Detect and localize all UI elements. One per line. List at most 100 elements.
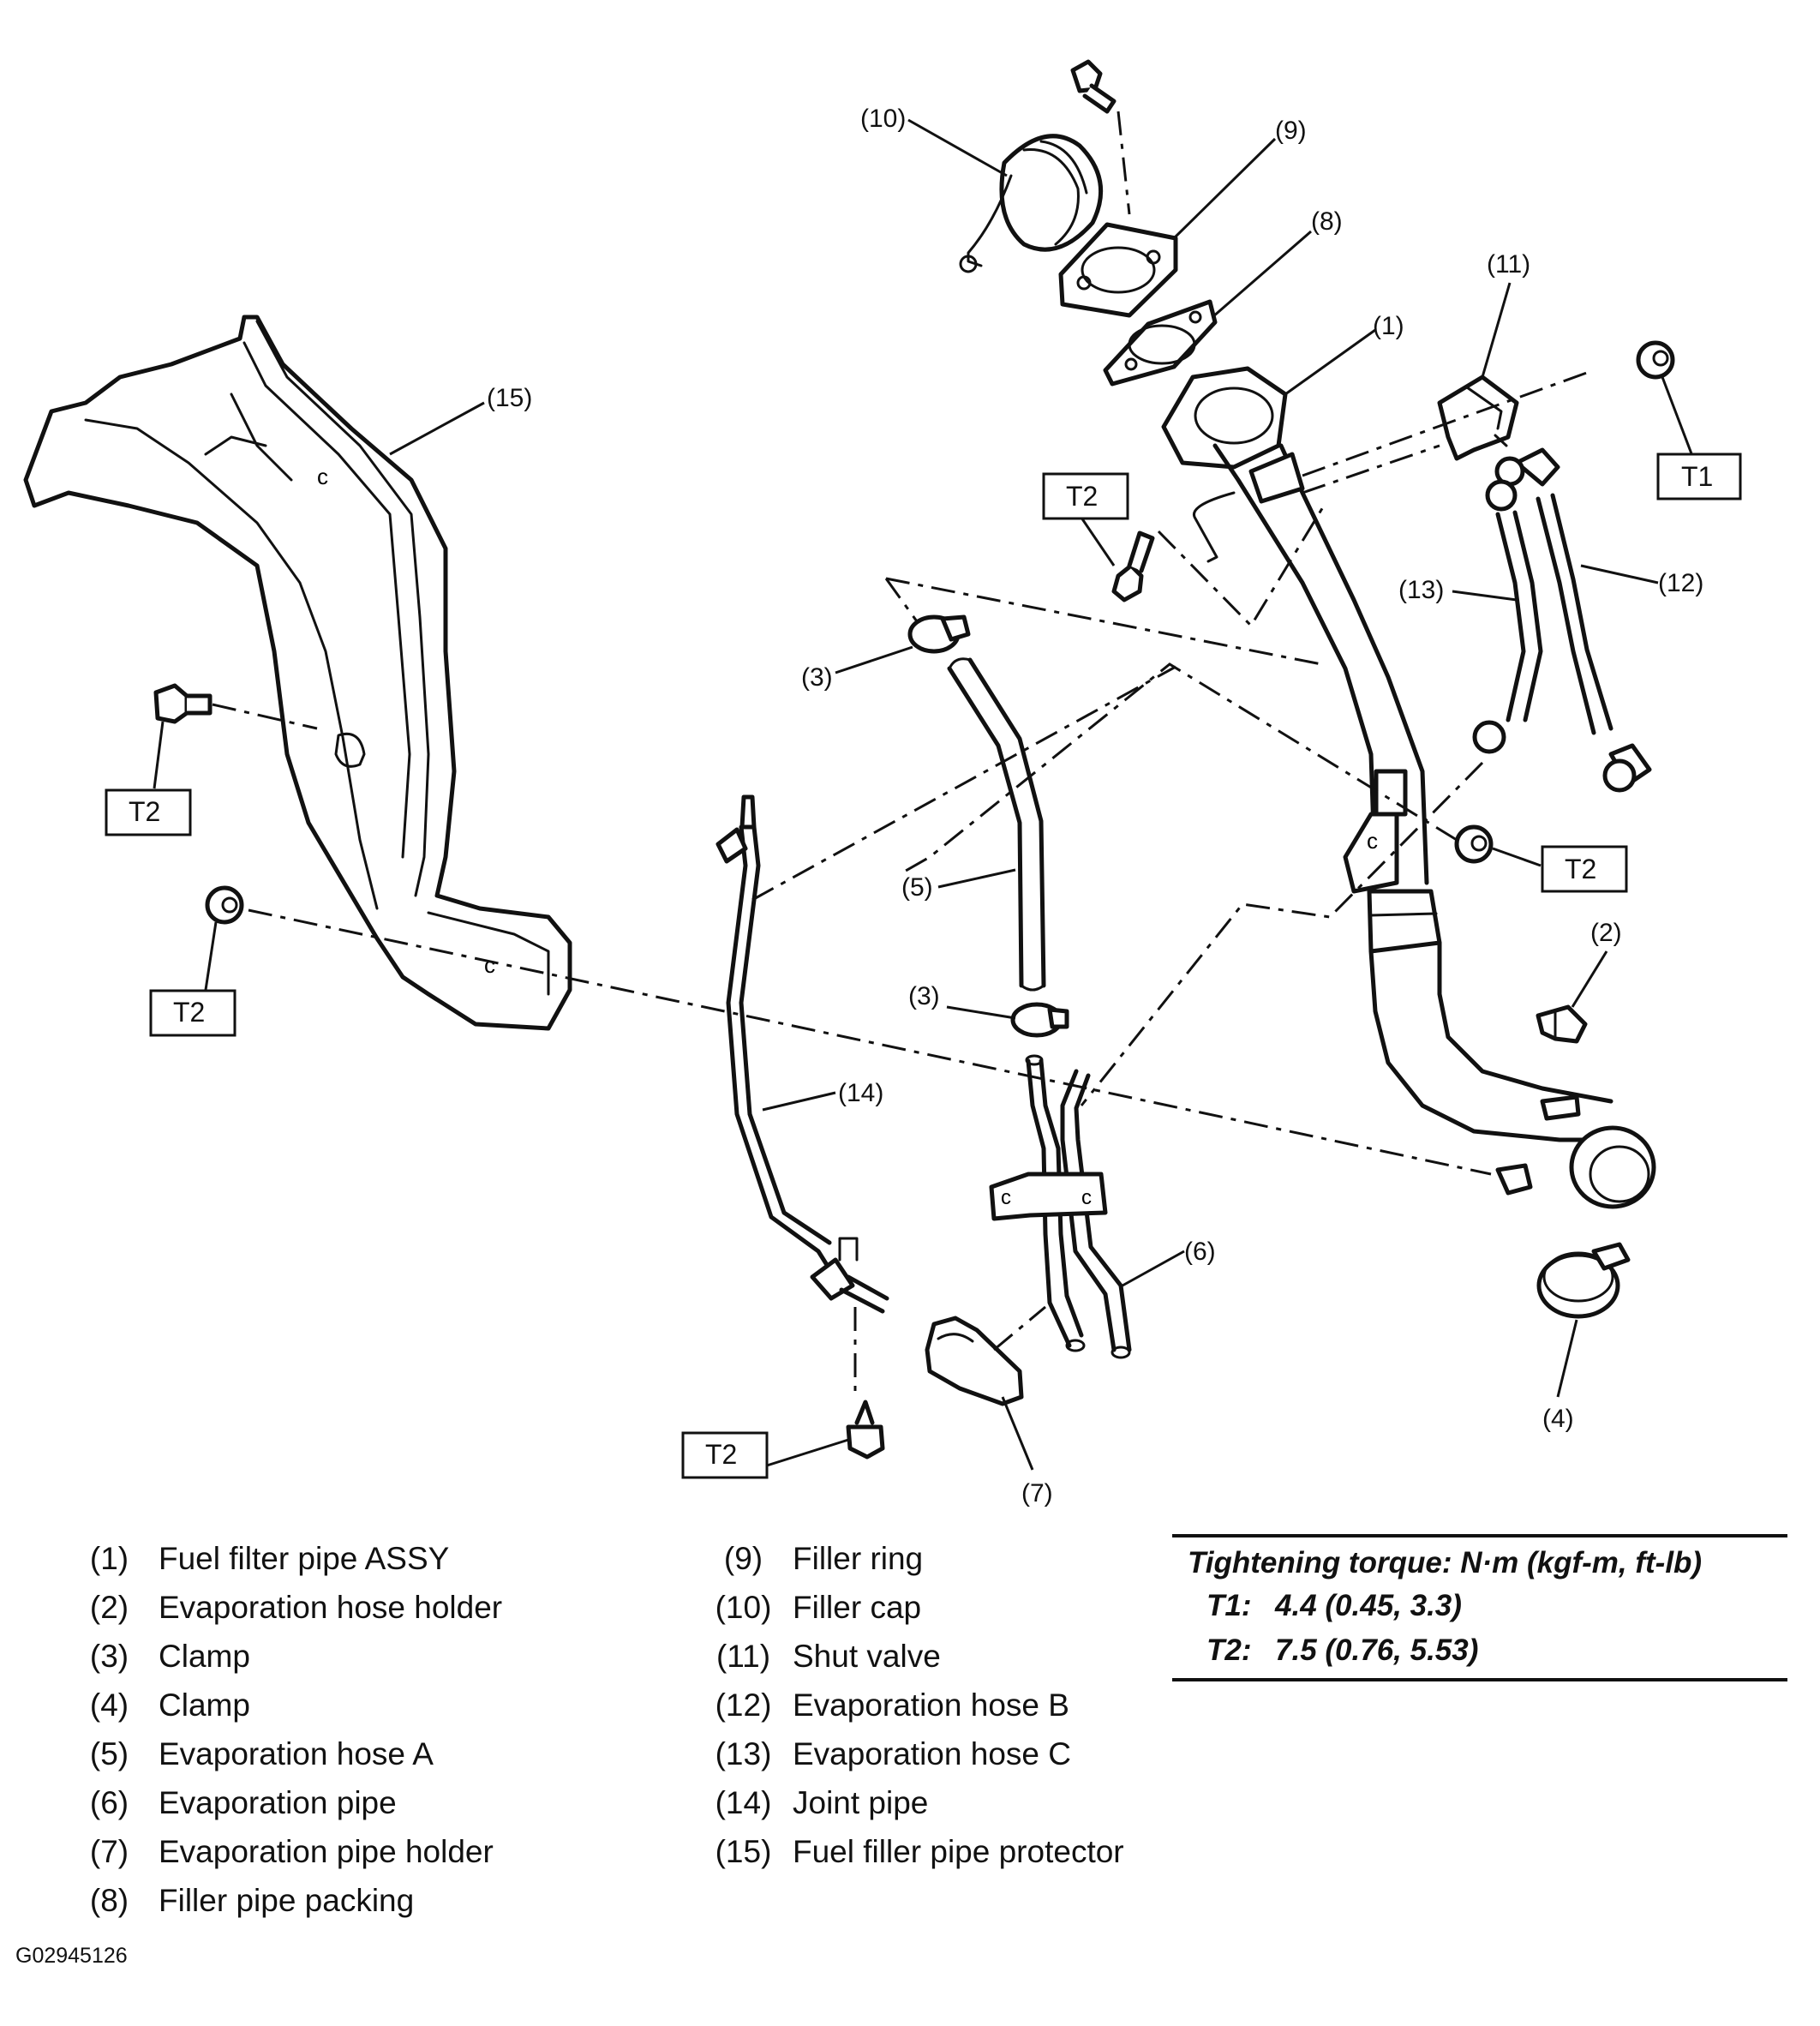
torque-tag-t2-left-upper: T2 bbox=[105, 788, 192, 836]
t2-right-leader bbox=[1492, 847, 1542, 867]
legend-column-b: (9)Filler ring (10)Filler cap (11)Shut v… bbox=[694, 1534, 1124, 1876]
tightening-torque-table: Tightening torque: N·m (kgf-m, ft-lb) T1… bbox=[1172, 1534, 1787, 1681]
callout-9: (9) bbox=[1275, 117, 1307, 145]
callout-13-leader bbox=[1452, 590, 1518, 602]
bolt-top bbox=[1070, 59, 1117, 114]
legend-item: (5)Evaporation hose A bbox=[89, 1735, 434, 1771]
t2-left-upper-leader bbox=[153, 721, 165, 789]
callout-5: (5) bbox=[901, 873, 933, 902]
callout-6-leader bbox=[1122, 1250, 1185, 1287]
legend-item: (11)Shut valve bbox=[715, 1638, 941, 1674]
bolt-bottom bbox=[846, 1400, 885, 1460]
svg-text:T2: T2 bbox=[1565, 854, 1596, 884]
svg-text:c: c bbox=[1001, 1186, 1011, 1209]
bolt-mid bbox=[1111, 530, 1155, 602]
legend-column-a: (1)Fuel filter pipe ASSY (2)Evaporation … bbox=[60, 1534, 502, 1925]
joint-pipe bbox=[715, 794, 889, 1314]
legend-item: (4)Clamp bbox=[89, 1687, 250, 1723]
callout-7-leader bbox=[1001, 1396, 1034, 1471]
torque-tag-t2-top: T2 bbox=[1042, 472, 1129, 520]
legend-item: (14)Joint pipe bbox=[715, 1784, 929, 1820]
bolt-left-upper bbox=[153, 683, 213, 724]
legend-item: (2)Evaporation hose holder bbox=[89, 1589, 503, 1625]
clamp-upper-alignment bbox=[884, 577, 1322, 666]
callout-9-leader bbox=[1172, 137, 1277, 240]
svg-text:c: c bbox=[1081, 1186, 1092, 1209]
hose-c-alignment bbox=[1080, 761, 1484, 1106]
callout-14-leader bbox=[762, 1091, 836, 1112]
parts-legend: (1)Fuel filter pipe ASSY (2)Evaporation … bbox=[60, 1534, 1174, 1945]
callout-1: (1) bbox=[1373, 312, 1404, 340]
t2-bottom-leader bbox=[766, 1438, 849, 1467]
callout-10: (10) bbox=[860, 105, 906, 133]
svg-text:T1: T1 bbox=[1681, 461, 1713, 492]
evaporation-hose-holder bbox=[1536, 1004, 1588, 1044]
t1-leader bbox=[1661, 376, 1694, 457]
torque-row-t2: T2:7.5 (0.76, 5.53) bbox=[1206, 1633, 1479, 1667]
svg-text:T2: T2 bbox=[173, 997, 205, 1028]
callout-2: (2) bbox=[1590, 919, 1622, 947]
filler-cap bbox=[959, 134, 1104, 273]
legend-item: (13)Evaporation hose C bbox=[715, 1735, 1071, 1771]
torque-row-t1: T1:4.4 (0.45, 3.3) bbox=[1206, 1589, 1462, 1622]
callout-10-leader bbox=[907, 118, 1008, 177]
callout-3a-leader bbox=[835, 645, 913, 674]
legend-item: (9)Filler ring bbox=[723, 1540, 924, 1576]
exploded-parts-diagram: c c (15) T2 T2 (10) bbox=[23, 59, 1742, 1508]
legend-item: (8)Filler pipe packing bbox=[89, 1882, 415, 1918]
legend-item: (15)Fuel filler pipe protector bbox=[715, 1833, 1124, 1869]
filler-ring bbox=[1058, 222, 1178, 318]
callout-3b: (3) bbox=[908, 982, 940, 1010]
torque-title: Tightening torque: N·m (kgf-m, ft-lb) bbox=[1188, 1546, 1703, 1579]
torque-tag-t2-left-lower: T2 bbox=[149, 989, 236, 1037]
nut-right-alignment bbox=[899, 662, 1458, 876]
nut-t1 bbox=[1636, 340, 1675, 380]
evaporation-pipe: c c bbox=[989, 1054, 1132, 1359]
torque-tag-t2-right: T2 bbox=[1541, 845, 1628, 893]
torque-bottom-rule bbox=[1172, 1678, 1787, 1681]
svg-text:T2: T2 bbox=[1066, 481, 1098, 512]
callout-15-leader bbox=[389, 401, 485, 456]
joint-pipe-alignment bbox=[751, 665, 1176, 902]
legend-item: (3)Clamp bbox=[89, 1638, 250, 1674]
callout-6: (6) bbox=[1184, 1238, 1216, 1266]
callout-8-leader bbox=[1212, 230, 1312, 319]
fuel-filler-pipe-assy: c bbox=[1161, 366, 1656, 1209]
torque-tag-t1: T1 bbox=[1656, 453, 1742, 501]
callout-1-leader bbox=[1284, 328, 1376, 396]
shut-valve-alignment bbox=[1302, 369, 1595, 477]
svg-text:c: c bbox=[484, 952, 495, 978]
legend-item: (10)Filler cap bbox=[715, 1589, 922, 1625]
legend-item: (1)Fuel filter pipe ASSY bbox=[89, 1540, 450, 1576]
nut-left-lower bbox=[205, 885, 244, 925]
callout-2-leader bbox=[1571, 950, 1608, 1008]
torque-tag-t2-bottom: T2 bbox=[681, 1431, 769, 1479]
callout-8: (8) bbox=[1311, 207, 1343, 236]
evaporation-hose-c bbox=[1472, 479, 1543, 754]
nut-left-lower-alignment bbox=[248, 908, 1492, 1176]
evaporation-hose-b bbox=[1494, 447, 1652, 793]
callout-12-leader bbox=[1580, 564, 1659, 584]
torque-top-rule bbox=[1172, 1534, 1787, 1537]
svg-text:c: c bbox=[1367, 828, 1378, 854]
filler-pipe-packing bbox=[1103, 299, 1218, 387]
callout-13: (13) bbox=[1398, 576, 1444, 604]
clamp-3-upper bbox=[907, 614, 971, 654]
callout-4: (4) bbox=[1542, 1405, 1574, 1433]
legend-item: (7)Evaporation pipe holder bbox=[89, 1833, 494, 1869]
bolt-top-alignment bbox=[1117, 111, 1131, 215]
callout-15: (15) bbox=[487, 384, 532, 412]
holder-alignment bbox=[993, 1305, 1046, 1352]
callout-11-leader bbox=[1481, 282, 1512, 378]
callout-3b-leader bbox=[946, 1005, 1016, 1020]
callout-4-leader bbox=[1556, 1319, 1578, 1398]
callout-12: (12) bbox=[1658, 569, 1703, 597]
callout-3a: (3) bbox=[801, 663, 833, 692]
callout-7: (7) bbox=[1021, 1479, 1053, 1508]
evaporation-hose-a bbox=[947, 657, 1046, 992]
figure-id: G02945126 bbox=[15, 1944, 128, 1968]
callout-14: (14) bbox=[838, 1079, 883, 1107]
evaporation-pipe-holder bbox=[925, 1316, 1024, 1406]
svg-text:c: c bbox=[317, 464, 328, 489]
shut-valve bbox=[1437, 375, 1519, 461]
